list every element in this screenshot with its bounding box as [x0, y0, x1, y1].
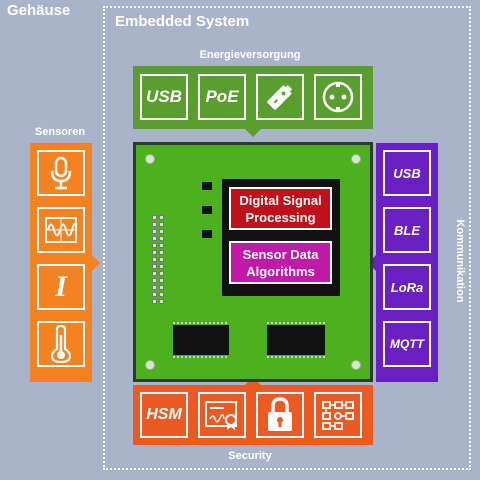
certificate-tile: [198, 392, 246, 438]
power-label: Energieversorgung: [199, 49, 301, 61]
certificate-icon: [205, 401, 237, 430]
mounting-hole: [145, 360, 155, 370]
header-pin: [159, 264, 164, 269]
oscilloscope-icon: [45, 217, 77, 243]
header-pin: [159, 278, 164, 283]
embedded-system-boundary: [103, 6, 471, 470]
header-pin: [152, 215, 157, 220]
microphone-tile: [37, 150, 85, 196]
header-pin: [152, 264, 157, 269]
socket-tile: [314, 74, 362, 120]
header-pin: [152, 299, 157, 304]
power-pointer: [245, 129, 261, 137]
header-pin: [152, 292, 157, 297]
header-pin: [159, 229, 164, 234]
battery-tile: [256, 74, 304, 120]
header-pin: [159, 285, 164, 290]
microphone-icon: [50, 156, 72, 190]
header-pin: [152, 271, 157, 276]
power-panel: USB PoE: [133, 66, 373, 137]
comm-lora-tile: LoRa: [383, 264, 431, 310]
header-pin: [159, 215, 164, 220]
lock-tile: [256, 392, 304, 438]
header-pin: [159, 250, 164, 255]
header-pin: [152, 236, 157, 241]
comm-usb-tile: USB: [383, 150, 431, 196]
poe-tile: PoE: [198, 74, 246, 120]
communication-label: Kommunikation: [454, 219, 466, 303]
header-pin: [152, 222, 157, 227]
header-pin: [159, 292, 164, 297]
comm-mqtt-tile: MQTT: [383, 321, 431, 367]
security-panel: HSM: [133, 377, 373, 445]
sensors-pointer: [92, 255, 100, 271]
header-pin: [159, 222, 164, 227]
mounting-hole: [351, 360, 361, 370]
network-key-tile: [314, 392, 362, 438]
network-key-icon: [322, 401, 354, 430]
thermometer-icon: [50, 325, 72, 363]
processor-chip: Digital Signal Processing Sensor Data Al…: [222, 179, 340, 296]
mounting-hole: [145, 154, 155, 164]
hsm-tile: HSM: [140, 392, 188, 438]
housing-title: Gehäuse: [7, 2, 71, 19]
sensors-panel: I: [30, 143, 100, 382]
small-component: [202, 230, 212, 238]
algorithms-block: Sensor Data Algorithms: [229, 241, 332, 284]
security-label: Security: [228, 450, 272, 462]
battery-icon: [267, 84, 293, 110]
usb-power-tile: USB: [140, 74, 188, 120]
lock-icon: [268, 397, 292, 431]
communication-panel: USB BLE LoRa MQTT: [368, 143, 438, 382]
memory-chip-right: [267, 322, 325, 358]
pin-header: [152, 215, 168, 325]
small-component: [202, 182, 212, 190]
header-pin: [152, 285, 157, 290]
header-pin: [159, 236, 164, 241]
embedded-system-title: Embedded System: [115, 13, 250, 30]
pcb-board: Digital Signal Processing Sensor Data Al…: [133, 142, 373, 382]
header-pin: [152, 250, 157, 255]
header-pin: [152, 243, 157, 248]
header-pin: [159, 271, 164, 276]
memory-chip-left: [173, 322, 229, 358]
header-pin: [159, 243, 164, 248]
comm-ble-tile: BLE: [383, 207, 431, 253]
current-tile: I: [37, 264, 85, 310]
header-pin: [159, 299, 164, 304]
small-component: [202, 206, 212, 214]
sensors-label: Sensoren: [34, 126, 86, 138]
dsp-block: Digital Signal Processing: [229, 187, 332, 230]
power-socket-icon: [322, 81, 354, 113]
header-pin: [152, 257, 157, 262]
oscilloscope-tile: [37, 207, 85, 253]
header-pin: [159, 257, 164, 262]
mounting-hole: [351, 154, 361, 164]
thermometer-tile: [37, 321, 85, 367]
header-pin: [152, 278, 157, 283]
header-pin: [152, 229, 157, 234]
